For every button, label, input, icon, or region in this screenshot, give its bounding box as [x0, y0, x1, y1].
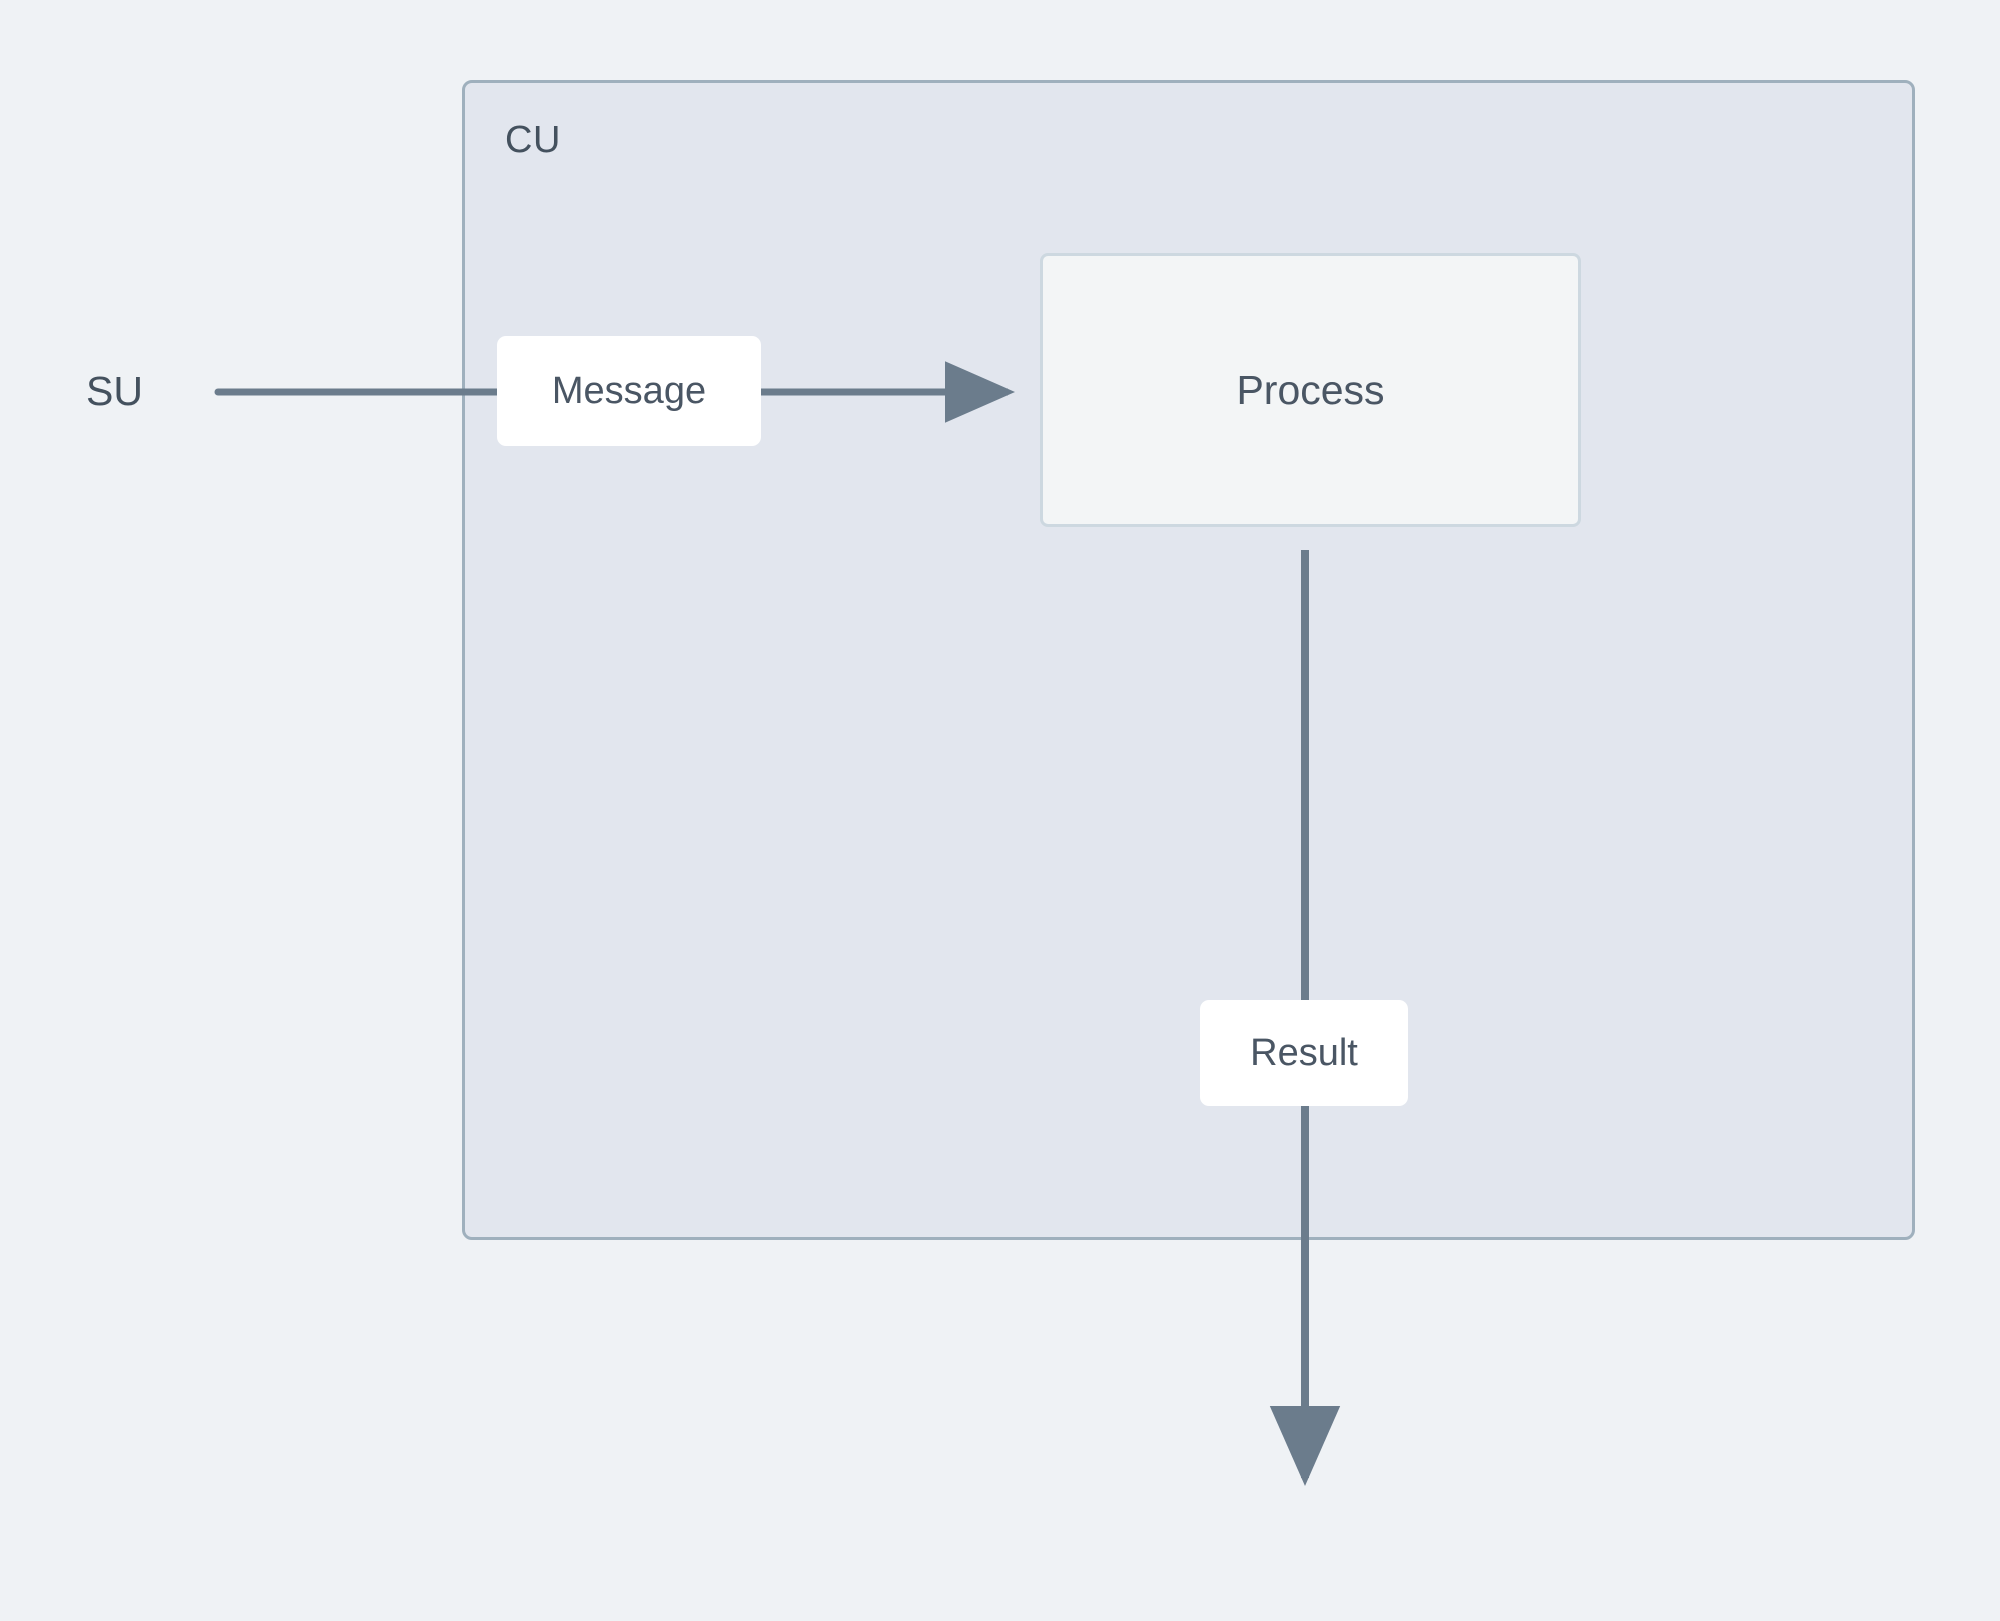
node-process-label: Process [1236, 366, 1385, 413]
node-su[interactable]: SU [86, 368, 143, 414]
node-process[interactable]: Process [1040, 253, 1581, 527]
subgraph-cu-label: CU [505, 119, 561, 161]
edge-label-message: Message [497, 336, 761, 446]
edge-label-result: Result [1200, 1000, 1408, 1106]
